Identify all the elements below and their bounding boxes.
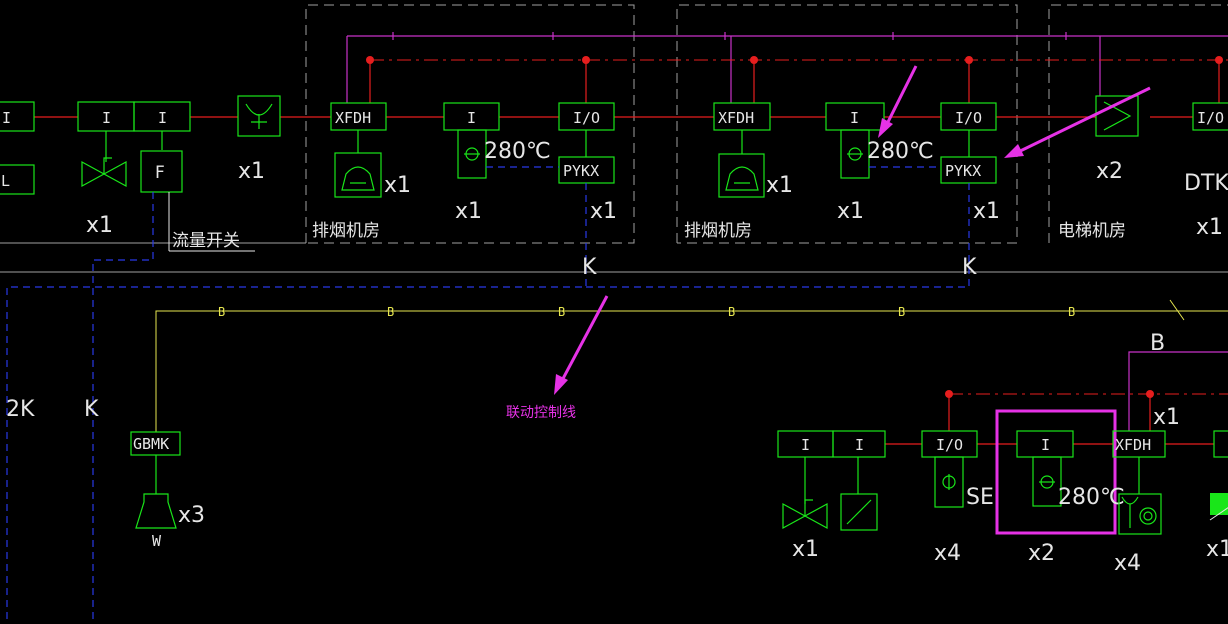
- qty-speaker: x3: [178, 503, 205, 528]
- svg-text:I: I: [467, 109, 476, 127]
- red-power-line-top: [366, 56, 1228, 103]
- annotation-arrow-1: [878, 65, 918, 138]
- partial-module-right-bottom[interactable]: [1209, 430, 1228, 521]
- room-label-smoke-1: 排烟机房: [312, 221, 380, 241]
- se-label: SE: [966, 485, 994, 510]
- flow-switch-box: F: [140, 150, 183, 193]
- qty-temp-3: x2: [1028, 541, 1055, 566]
- bus-b-3: B: [558, 305, 565, 319]
- speaker-w-label: W: [152, 532, 162, 550]
- qty-temp-2: x1: [837, 199, 864, 224]
- blue-linkage-lines: [6, 183, 970, 624]
- water-flow-indicator-icon: [237, 95, 281, 137]
- bus-b-6: B: [1068, 305, 1075, 319]
- svg-text:I/O: I/O: [955, 109, 982, 127]
- wire-k-2: K: [962, 255, 977, 280]
- linkage-line-label: 联动控制线: [506, 405, 576, 421]
- magenta-control-line-top: [346, 32, 1228, 103]
- room-box-smoke-1: [305, 4, 635, 244]
- yellow-broadcast-bus: [155, 299, 1228, 432]
- io-module-double[interactable]: I I: [77, 101, 191, 162]
- qty-temp-1: x1: [455, 199, 482, 224]
- highlighted-temp-module[interactable]: I: [995, 409, 1117, 535]
- svg-text:F: F: [155, 163, 165, 183]
- svg-text:I: I: [801, 436, 810, 454]
- flow-switch-leader: [168, 192, 255, 252]
- xfdh-module-1[interactable]: XFDH: [330, 102, 387, 153]
- valve-icon: [81, 157, 127, 188]
- svg-text:GBMK: GBMK: [133, 435, 169, 453]
- dtk-label: DTK: [1184, 171, 1228, 196]
- svg-text:I: I: [102, 109, 111, 127]
- temp-label-2: 280℃: [867, 139, 934, 164]
- svg-text:XFDH: XFDH: [1115, 436, 1151, 454]
- svg-text:I/O: I/O: [936, 436, 963, 454]
- valve-icon-bottom: [782, 499, 828, 530]
- qty-valve-bottom: x1: [792, 537, 819, 562]
- svg-text:I: I: [855, 436, 864, 454]
- xfdh-module-2[interactable]: XFDH: [713, 102, 771, 154]
- elevator-signal-icon: [1095, 95, 1139, 137]
- wire-2k: 2K: [6, 397, 35, 422]
- svg-text:I: I: [1041, 436, 1050, 454]
- qty-flow-indicator: x1: [238, 159, 265, 184]
- qty-elevator-signal: x2: [1096, 159, 1123, 184]
- wire-k-3: K: [84, 397, 99, 422]
- svg-text:PYKX: PYKX: [945, 162, 981, 180]
- svg-text:XFDH: XFDH: [335, 109, 371, 127]
- qty-fan-2: x1: [766, 173, 793, 198]
- qty-valve: x1: [86, 213, 113, 238]
- io-se-module[interactable]: I/O: [921, 430, 978, 508]
- magenta-control-line-bottom: [1128, 351, 1228, 431]
- temp-label-1: 280℃: [484, 139, 551, 164]
- qty-pykx-2: x1: [973, 199, 1000, 224]
- io-module-double-bottom[interactable]: I I: [777, 430, 886, 504]
- input-module-temp-1[interactable]: I: [443, 102, 500, 179]
- fan-icon-1: [334, 152, 382, 198]
- bus-b-1: B: [218, 305, 225, 319]
- annotation-arrow-2: [1004, 86, 1151, 158]
- qty-pykx-1: x1: [590, 199, 617, 224]
- gbmk-module[interactable]: GBMK: [130, 431, 181, 494]
- qty-right-bottom: x1: [1206, 537, 1228, 562]
- bus-b-4: B: [728, 305, 735, 319]
- svg-text:PYKX: PYKX: [563, 162, 599, 180]
- qty-se: x4: [934, 541, 961, 566]
- io-module-elevator[interactable]: I/O: [1192, 102, 1228, 131]
- annotation-arrow-3: [554, 295, 609, 395]
- io-pykx-module-1[interactable]: I/O PYKX: [558, 102, 615, 184]
- pressure-switch-icon: [840, 493, 878, 531]
- svg-text:XFDH: XFDH: [718, 109, 754, 127]
- qty-fan-1: x1: [384, 173, 411, 198]
- svg-text:I/O: I/O: [573, 109, 600, 127]
- left-partial-module[interactable]: I L: [0, 101, 35, 195]
- flow-switch-label: 流量开关: [172, 231, 240, 251]
- svg-text:I: I: [850, 109, 859, 127]
- temp-label-3: 280℃: [1058, 485, 1125, 510]
- bus-b-large: B: [1150, 331, 1165, 356]
- room-label-elevator: 电梯机房: [1058, 221, 1126, 241]
- qty-elevator-io: x1: [1196, 215, 1223, 240]
- input-module-temp-2[interactable]: I: [825, 102, 885, 179]
- room-box-smoke-2: [676, 4, 1018, 244]
- fan-icon-2: [718, 153, 765, 198]
- alarm-bell-icon: [1118, 493, 1162, 535]
- svg-text:I: I: [2, 109, 11, 127]
- room-label-smoke-2: 排烟机房: [684, 221, 752, 241]
- qty-alarm-bell: x4: [1114, 551, 1141, 576]
- bus-b-5: B: [898, 305, 905, 319]
- xfdh-module-bottom[interactable]: XFDH: [1112, 430, 1166, 494]
- svg-text:L: L: [1, 172, 10, 190]
- svg-text:I: I: [158, 109, 167, 127]
- bus-b-2: B: [387, 305, 394, 319]
- wire-k-1: K: [582, 255, 597, 280]
- io-pykx-module-2[interactable]: I/O PYKX: [940, 102, 997, 184]
- room-box-elevator: [1048, 4, 1228, 243]
- qty-xfdh-bottom-top: x1: [1153, 405, 1180, 430]
- svg-text:I/O: I/O: [1197, 109, 1224, 127]
- speaker-icon: [135, 493, 177, 529]
